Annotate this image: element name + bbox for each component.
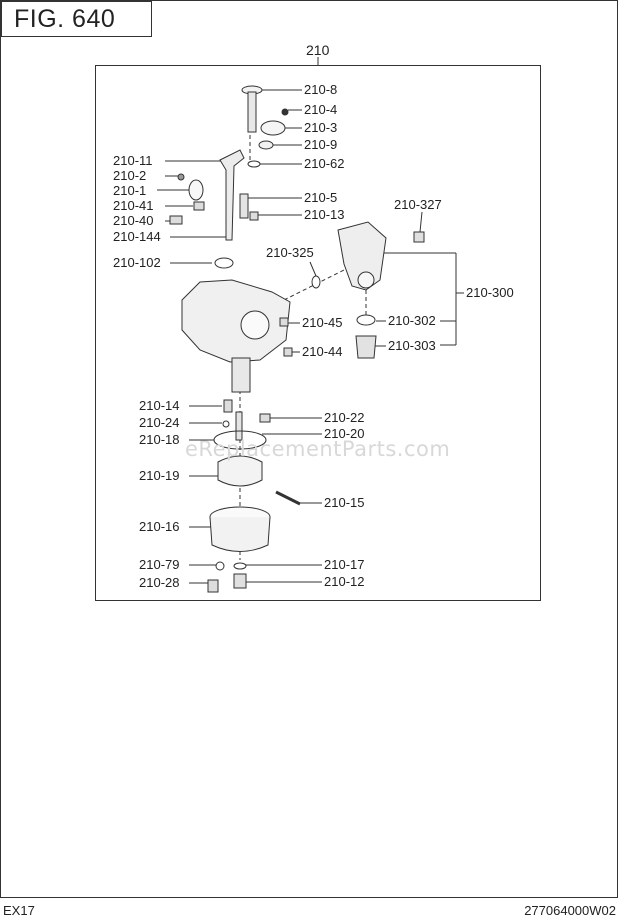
label-210-5: 210-5 (304, 190, 338, 205)
label-210-300: 210-300 (466, 285, 514, 300)
label-210-62: 210-62 (304, 156, 345, 171)
label-210-28: 210-28 (139, 575, 180, 590)
group-label: 210 (306, 42, 330, 58)
label-210-79: 210-79 (139, 557, 180, 572)
label-210-8: 210-8 (304, 82, 338, 97)
label-210-9: 210-9 (304, 137, 338, 152)
label-210-303: 210-303 (388, 338, 436, 353)
model-code: EX17 (3, 903, 35, 918)
label-210-16: 210-16 (139, 519, 180, 534)
label-210-1: 210-1 (113, 183, 147, 198)
page-frame (0, 0, 618, 898)
label-210-325: 210-325 (266, 245, 314, 260)
label-210-20: 210-20 (324, 426, 365, 441)
label-210-22: 210-22 (324, 410, 365, 425)
label-210-41: 210-41 (113, 198, 154, 213)
label-210-102: 210-102 (113, 255, 161, 270)
figure-title: FIG. 640 (14, 5, 116, 33)
watermark: eReplacementParts.com (185, 437, 451, 461)
label-210-19: 210-19 (139, 468, 180, 483)
label-210-302: 210-302 (388, 313, 436, 328)
label-210-14: 210-14 (139, 398, 180, 413)
label-210-4: 210-4 (304, 102, 338, 117)
label-210-13: 210-13 (304, 207, 345, 222)
label-210-45: 210-45 (302, 315, 343, 330)
label-210-327: 210-327 (394, 197, 442, 212)
label-210-24: 210-24 (139, 415, 180, 430)
label-210-18: 210-18 (139, 432, 180, 447)
carburetor-body (181, 279, 291, 363)
part-code: 277064000W02 (524, 903, 616, 918)
label-210-17: 210-17 (324, 557, 365, 572)
figure-title-box: FIG. 640 (1, 1, 152, 37)
label-210-15: 210-15 (324, 495, 365, 510)
label-210-44: 210-44 (302, 344, 343, 359)
label-210-3: 210-3 (304, 120, 338, 135)
label-210-12: 210-12 (324, 574, 365, 589)
label-210-2: 210-2 (113, 168, 147, 183)
label-210-144: 210-144 (113, 229, 161, 244)
label-210-11: 210-11 (113, 153, 153, 168)
label-210-40: 210-40 (113, 213, 154, 228)
